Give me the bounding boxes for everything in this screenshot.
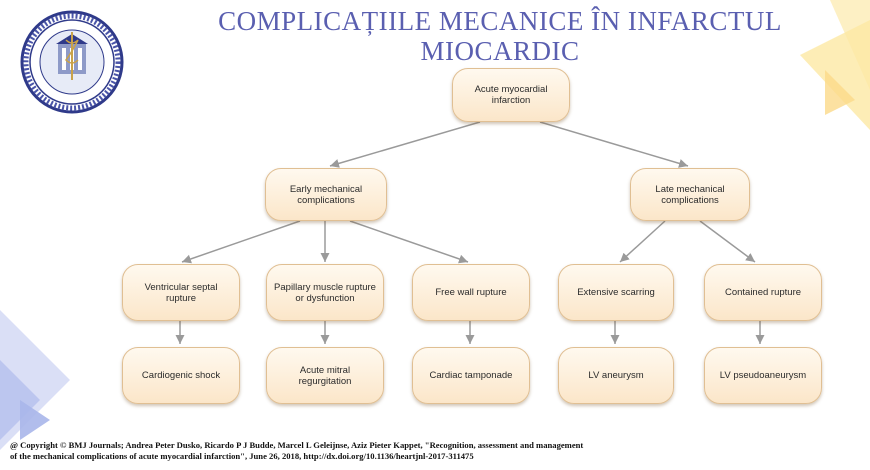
node-lv-aneurysm: LV aneurysm xyxy=(558,347,674,404)
node-acute-mitral-regurgitation: Acute mitral regurgitation xyxy=(266,347,384,404)
page-title: COMPLICAȚIILE MECANICE ÎN INFARCTUL MIOC… xyxy=(130,6,870,66)
node-papillary-muscle-rupture: Papillary muscle rupture or dysfunction xyxy=(266,264,384,321)
node-cardiogenic-shock: Cardiogenic shock xyxy=(122,347,240,404)
node-contained-rupture: Contained rupture xyxy=(704,264,822,321)
caption-line-1: @ Copyright © BMJ Journals; Andrea Peter… xyxy=(10,440,584,450)
copyright-caption: @ Copyright © BMJ Journals; Andrea Peter… xyxy=(10,440,865,462)
node-ventricular-septal-rupture: Ventricular septal rupture xyxy=(122,264,240,321)
node-late-complications: Late mechanical complications xyxy=(630,168,750,221)
title-line-2: MIOCARDIC xyxy=(420,36,580,66)
node-cardiac-tamponade: Cardiac tamponade xyxy=(412,347,530,404)
edge-root-late xyxy=(539,121,689,168)
title-line-1: COMPLICAȚIILE MECANICE ÎN INFARCTUL xyxy=(218,6,782,36)
node-extensive-scarring: Extensive scarring xyxy=(558,264,674,321)
edge-late-contained xyxy=(699,220,756,263)
university-seal-icon xyxy=(20,10,124,114)
node-lv-pseudoaneurysm: LV pseudoaneurysm xyxy=(704,347,822,404)
node-acute-mi: Acute myocardial infarction xyxy=(452,68,570,122)
caption-line-2: of the mechanical complications of acute… xyxy=(10,451,474,461)
edge-early-vsr xyxy=(181,220,301,264)
edge-early-free xyxy=(349,220,469,264)
node-early-complications: Early mechanical complications xyxy=(265,168,387,221)
node-free-wall-rupture: Free wall rupture xyxy=(412,264,530,321)
edge-root-early xyxy=(329,121,481,168)
edge-late-scar xyxy=(619,220,666,263)
